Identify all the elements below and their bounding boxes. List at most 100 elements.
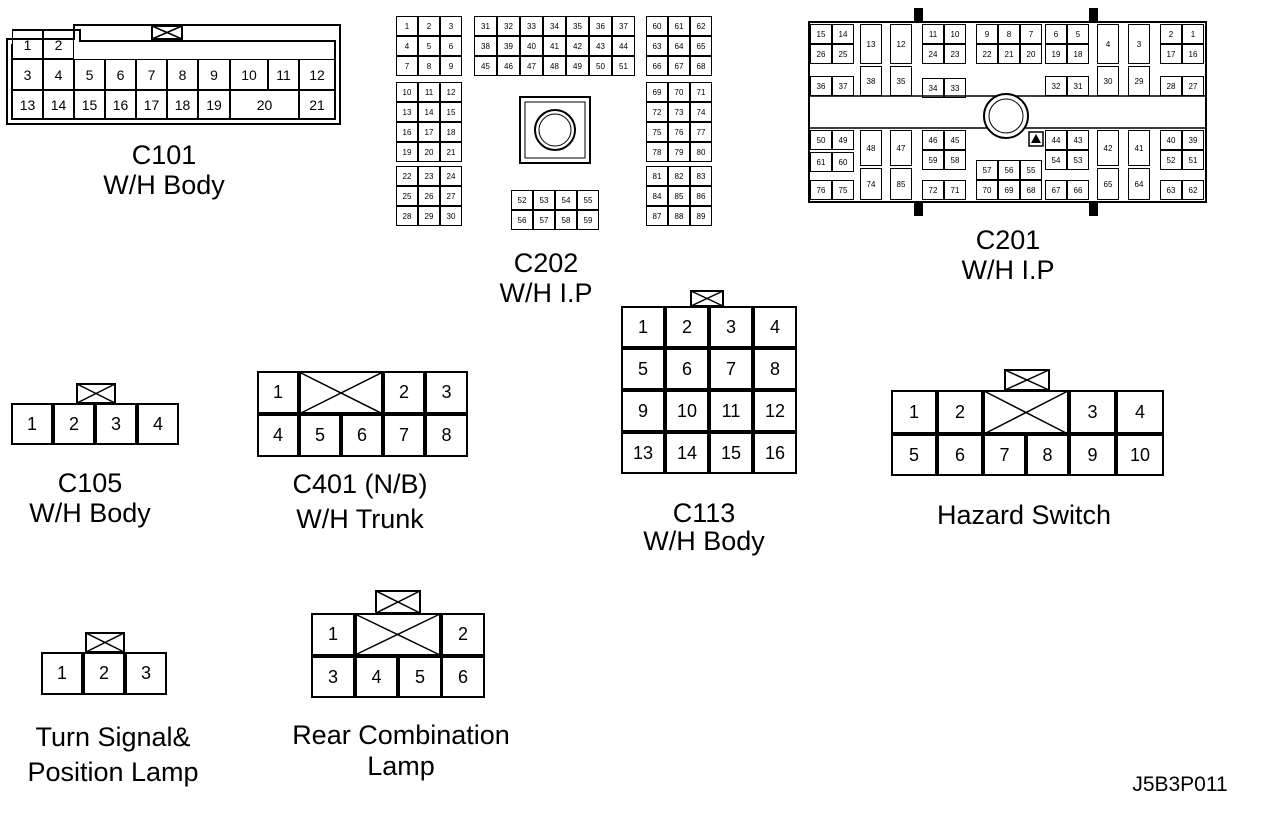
pin-6: 6 <box>1045 24 1067 44</box>
pin-15: 15 <box>810 24 832 44</box>
pin-47: 47 <box>520 56 543 76</box>
pin-55: 55 <box>1020 160 1042 180</box>
pin-60: 60 <box>832 152 854 172</box>
pin-8: 8 <box>998 24 1020 44</box>
pin-1: 1 <box>12 30 43 59</box>
pin-32: 32 <box>497 16 520 36</box>
component-name-line2: Position Lamp <box>27 757 199 787</box>
pin-14: 14 <box>43 90 74 119</box>
pin-75: 75 <box>832 180 854 200</box>
pin-3: 3 <box>95 403 137 445</box>
pin-43: 43 <box>589 36 612 56</box>
pin-61: 61 <box>668 16 690 36</box>
pin-7: 7 <box>709 348 753 390</box>
pin-70: 70 <box>976 180 998 200</box>
pin-12: 12 <box>299 59 335 90</box>
pin-1: 1 <box>257 371 299 414</box>
c401-blank-cavity-icon <box>298 371 384 415</box>
pin-3: 3 <box>12 59 43 90</box>
pin-49: 49 <box>566 56 589 76</box>
pin-49: 49 <box>832 130 854 150</box>
pin-6: 6 <box>441 656 485 698</box>
pin-12: 12 <box>753 390 797 432</box>
pin-5: 5 <box>1067 24 1089 44</box>
pin-6: 6 <box>665 348 709 390</box>
pin-72: 72 <box>922 180 944 200</box>
pin-21: 21 <box>299 90 335 119</box>
pin-6: 6 <box>937 434 983 476</box>
pin-50: 50 <box>810 130 832 150</box>
pin-2: 2 <box>441 613 485 656</box>
pin-6: 6 <box>105 59 136 90</box>
pin-3: 3 <box>1128 24 1150 64</box>
pin-17: 17 <box>418 122 440 142</box>
pin-3: 3 <box>125 652 167 695</box>
pin-3: 3 <box>709 306 753 348</box>
pin-2: 2 <box>1160 24 1182 44</box>
harness-name: W/H Trunk <box>296 504 424 534</box>
pin-66: 66 <box>646 56 668 76</box>
pin-40: 40 <box>1160 130 1182 150</box>
pin-7: 7 <box>383 414 425 457</box>
pin-5: 5 <box>621 348 665 390</box>
pin-56: 56 <box>511 210 533 230</box>
pin-23: 23 <box>418 166 440 186</box>
pin-53: 53 <box>1067 150 1089 170</box>
pin-63: 63 <box>1160 180 1182 200</box>
label-c202: C202 W/H I.P <box>446 248 646 308</box>
pin-42: 42 <box>1097 130 1119 166</box>
pin-33: 33 <box>944 78 966 98</box>
pin-44: 44 <box>1045 130 1067 150</box>
pin-35: 35 <box>566 16 589 36</box>
pin-15: 15 <box>709 432 753 474</box>
pin-2: 2 <box>43 30 74 59</box>
component-name-line2: Lamp <box>367 751 435 781</box>
pin-30: 30 <box>1097 66 1119 96</box>
pin-40: 40 <box>520 36 543 56</box>
pin-16: 16 <box>396 122 418 142</box>
pin-6: 6 <box>440 36 462 56</box>
label-c113: C113 W/H Body <box>604 499 804 555</box>
pin-11: 11 <box>268 59 299 90</box>
pin-14: 14 <box>418 102 440 122</box>
pin-10: 10 <box>665 390 709 432</box>
pin-76: 76 <box>668 122 690 142</box>
pin-12: 12 <box>890 24 912 64</box>
pin-20: 20 <box>230 90 299 119</box>
pin-54: 54 <box>1045 150 1067 170</box>
pin-42: 42 <box>566 36 589 56</box>
pin-27: 27 <box>1182 76 1204 96</box>
pin-74: 74 <box>860 168 882 200</box>
pin-51: 51 <box>1182 150 1204 170</box>
pin-6: 6 <box>341 414 383 457</box>
pin-20: 20 <box>418 142 440 162</box>
connector-name: C202 <box>513 248 579 278</box>
pin-75: 75 <box>646 122 668 142</box>
pin-74: 74 <box>690 102 712 122</box>
pin-22: 22 <box>976 44 998 64</box>
pin-17: 17 <box>136 90 167 119</box>
pin-33: 33 <box>520 16 543 36</box>
pin-86: 86 <box>690 186 712 206</box>
pin-4: 4 <box>1097 24 1119 64</box>
pin-27: 27 <box>440 186 462 206</box>
hazard-blank-cavity-icon <box>983 390 1069 435</box>
pin-31: 31 <box>1067 76 1089 96</box>
pin-71: 71 <box>690 82 712 102</box>
pin-37: 37 <box>612 16 635 36</box>
pin-22: 22 <box>396 166 418 186</box>
pin-8: 8 <box>425 414 468 457</box>
pin-16: 16 <box>1182 44 1204 64</box>
pin-59: 59 <box>922 150 944 170</box>
pin-38: 38 <box>860 66 882 96</box>
pin-4: 4 <box>355 656 398 698</box>
connector-name: C401 (N/B) <box>292 469 428 499</box>
pin-25: 25 <box>396 186 418 206</box>
connector-name: C105 <box>57 468 123 498</box>
pin-68: 68 <box>1020 180 1042 200</box>
pin-2: 2 <box>418 16 440 36</box>
